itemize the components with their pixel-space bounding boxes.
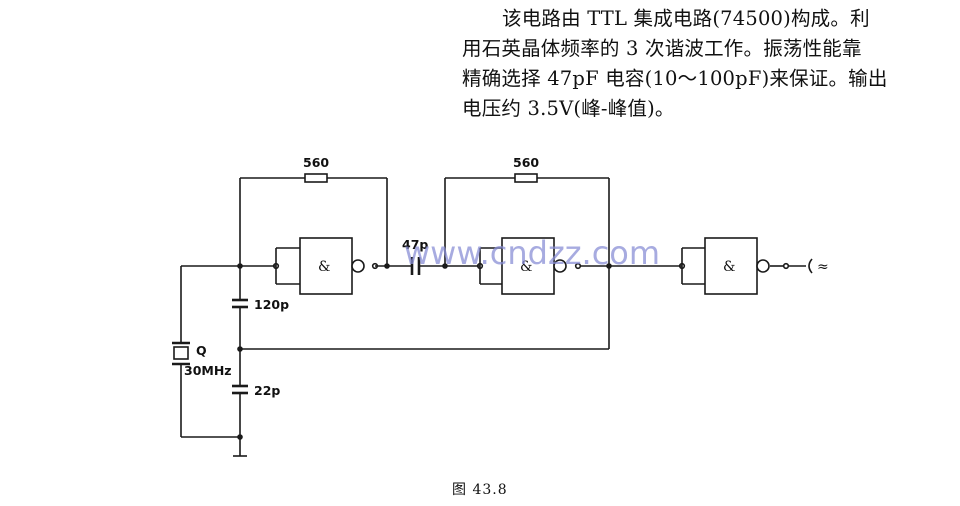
nand-gate-3: & bbox=[704, 237, 770, 295]
description-line-3: 精确选择 47pF 电容(10～100pF)来保证。输出 bbox=[462, 67, 888, 90]
figure-caption: 图 43.8 bbox=[452, 482, 508, 498]
gate-3-symbol: & bbox=[723, 259, 735, 275]
capacitor-120p-label: 120p bbox=[254, 297, 289, 312]
watermark-text: www.cndzz.com bbox=[404, 234, 660, 272]
coupling-capacitor: 47p bbox=[402, 237, 428, 275]
coupling-capacitor-label: 47p bbox=[402, 237, 428, 252]
wiring bbox=[180, 177, 806, 457]
resistor-2: 560 bbox=[513, 155, 539, 183]
junction-dots bbox=[237, 262, 790, 440]
nand-gate-1: & bbox=[299, 237, 365, 295]
resistor-2-label: 560 bbox=[513, 155, 539, 170]
description-line-2: 用石英晶体频率的 3 次谐波工作。振荡性能靠 bbox=[462, 37, 862, 60]
description-line-4: 电压约 3.5V(峰-峰值)。 bbox=[462, 97, 675, 120]
crystal-label: Q bbox=[196, 343, 207, 358]
crystal-frequency: 30MHz bbox=[184, 363, 232, 378]
capacitor-22p: 22p bbox=[232, 383, 280, 399]
resistor-1: 560 bbox=[303, 155, 329, 183]
gate-2-symbol: & bbox=[520, 259, 532, 275]
description-paragraph: 该电路由 TTL 集成电路(74500)构成。利 用石英晶体频率的 3 次谐波工… bbox=[462, 4, 906, 124]
capacitor-120p: 120p bbox=[232, 297, 289, 314]
description-line-1: 该电路由 TTL 集成电路(74500)构成。利 bbox=[502, 7, 870, 30]
output-terminal: ≈ bbox=[808, 258, 829, 275]
resistor-1-label: 560 bbox=[303, 155, 329, 170]
crystal-q: Q 30MHz bbox=[172, 341, 232, 378]
gate-1-symbol: & bbox=[318, 259, 330, 275]
nand-gate-2: & bbox=[501, 237, 567, 295]
output-symbol: ≈ bbox=[817, 259, 829, 275]
capacitor-22p-label: 22p bbox=[254, 383, 280, 398]
gate-output-nodes bbox=[371, 262, 582, 270]
